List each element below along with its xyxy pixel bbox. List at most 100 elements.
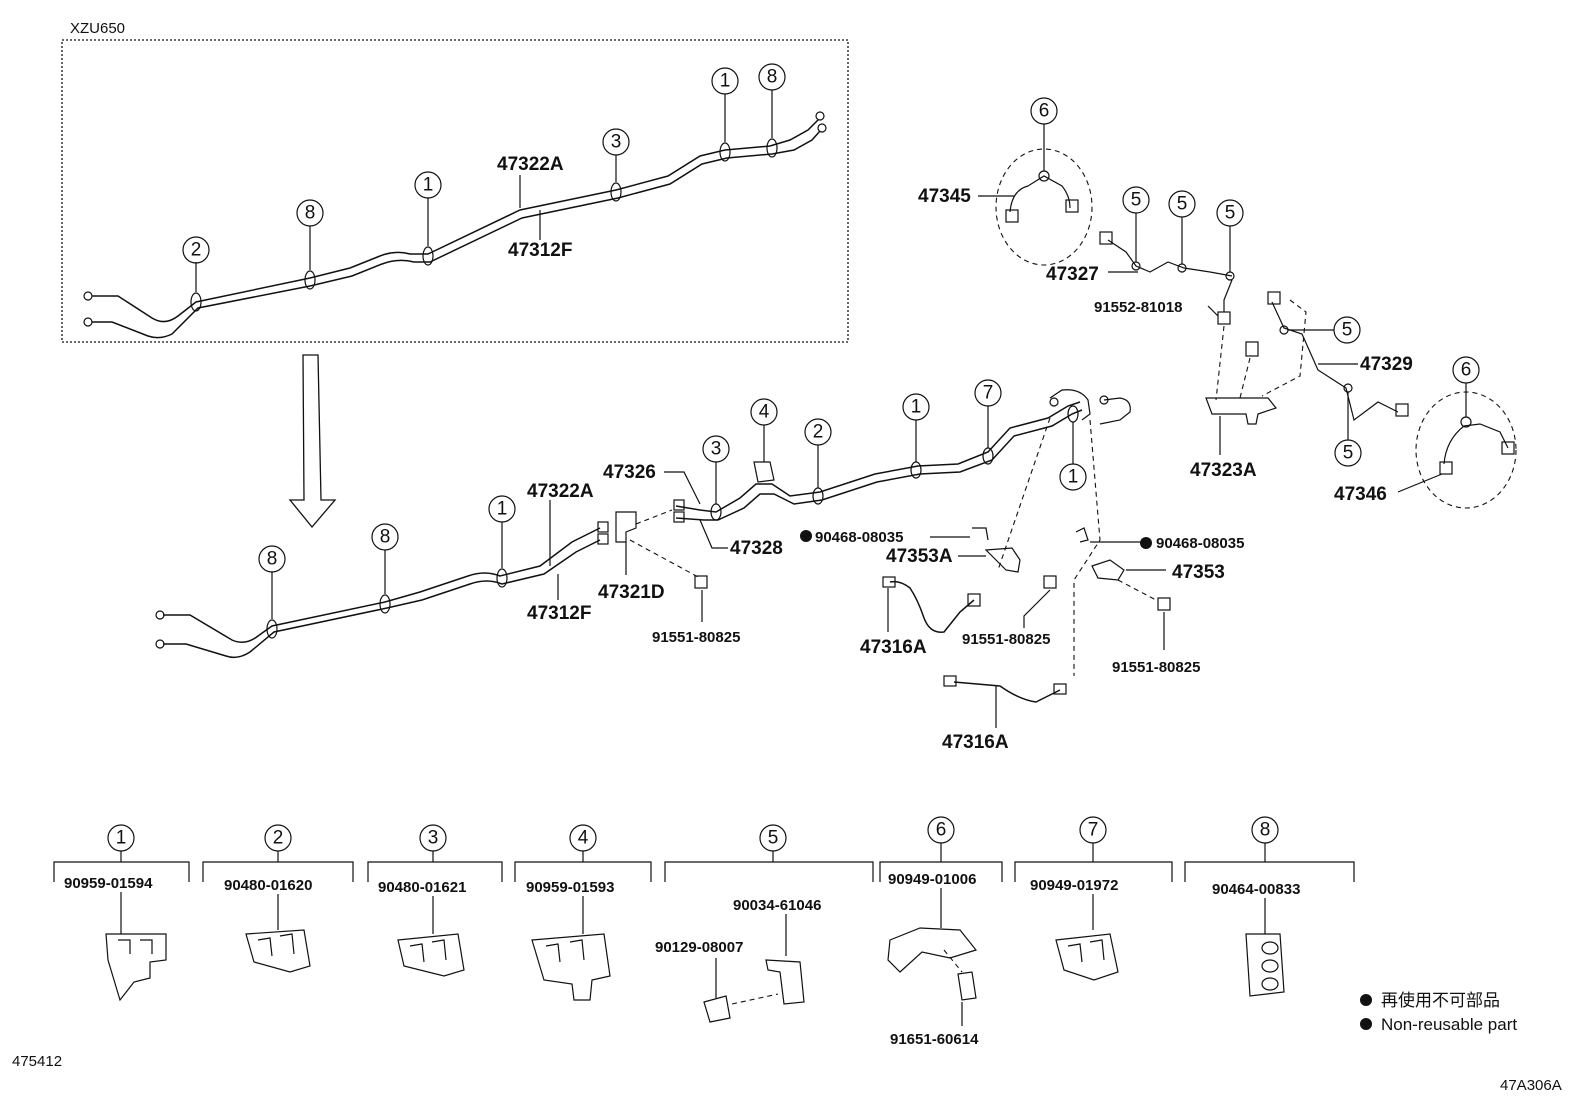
label-91551-a: 91551-80825	[652, 629, 740, 646]
inset-clamp-8: 8	[296, 199, 324, 290]
non-reusable-dot-icon	[1360, 1018, 1372, 1030]
svg-text:5: 5	[1131, 190, 1142, 211]
pipe-bend	[1099, 397, 1131, 425]
legend-en: Non-reusable part	[1381, 1015, 1517, 1034]
fitting	[967, 593, 981, 607]
svg-text:8: 8	[1260, 820, 1271, 841]
label-47316A-2: 47316A	[942, 732, 1009, 753]
fitting	[1053, 683, 1067, 695]
svg-text:5: 5	[1342, 320, 1353, 341]
clip-90468	[972, 527, 989, 541]
inset-clamp-1b: 1	[711, 67, 739, 162]
fitting	[1065, 199, 1079, 213]
fitting	[1439, 461, 1453, 475]
clamp-8a: 8	[258, 545, 286, 639]
clamp-part-4: 90959-01593	[526, 879, 614, 896]
label-47345: 47345	[918, 186, 971, 207]
clamp-4: 4	[750, 398, 778, 483]
clamp-cell-3: 3 90480-01621	[367, 824, 503, 977]
clamp-1c: 1	[1059, 405, 1087, 491]
inset-clamp-1: 1	[414, 171, 442, 266]
leader	[1023, 589, 1051, 628]
svg-text:1: 1	[911, 397, 922, 418]
bolt-icon	[1245, 341, 1259, 357]
dash-line	[997, 417, 1051, 571]
fitting	[1099, 395, 1109, 405]
bolt-icon	[1043, 575, 1057, 589]
label-47312F: 47312F	[527, 603, 591, 624]
callout-6	[1030, 97, 1058, 125]
label-47353: 47353	[1172, 562, 1225, 583]
leader	[664, 471, 701, 505]
footer-left-code: 475412	[12, 1053, 62, 1070]
callout-5a: 5	[1122, 186, 1150, 271]
clamp-part-6: 90949-01006	[888, 871, 976, 888]
label-47321D: 47321D	[598, 582, 665, 603]
fitting	[1217, 311, 1231, 325]
label-47326: 47326	[603, 462, 656, 483]
bracket-47321D	[615, 511, 637, 543]
callout-5e: 5	[1334, 383, 1362, 467]
clamp-cell-2: 2 90480-01620	[202, 824, 354, 973]
bracket-47353A	[984, 547, 1021, 573]
dash-line	[1215, 325, 1225, 401]
clamp-part-6b: 91651-60614	[890, 1031, 979, 1048]
fitting	[673, 511, 685, 523]
non-reusable-dot-icon	[1360, 994, 1372, 1006]
svg-text:3: 3	[611, 132, 622, 153]
footer-right-code: 47A306A	[1500, 1077, 1562, 1094]
svg-text:8: 8	[305, 203, 316, 224]
fitting	[155, 639, 165, 649]
upper-right-assembly: 6 47345 5 5 5 47327 91552-81018	[918, 97, 1517, 509]
clamp-part-7: 90949-01972	[1030, 877, 1118, 894]
clamp-cell-7: 7 90949-01972	[1014, 816, 1173, 981]
svg-text:7: 7	[1088, 820, 1099, 841]
pipe-47327	[1107, 239, 1233, 277]
svg-text:5: 5	[1177, 194, 1188, 215]
pipe-47328	[675, 409, 1083, 521]
svg-text:5: 5	[1343, 443, 1354, 464]
svg-text:8: 8	[267, 549, 278, 570]
leader	[1207, 305, 1219, 317]
clamp-cell-1: 1 90959-01594	[53, 824, 190, 1002]
fitting	[597, 521, 609, 533]
svg-text:5: 5	[1225, 203, 1236, 224]
dash-line	[1261, 299, 1307, 397]
clamp-cell-5: 5 90034-61046 90129-08007	[655, 824, 874, 1023]
label-91552: 91552-81018	[1094, 299, 1182, 316]
clamp-3: 3	[702, 435, 730, 521]
inset-fitting	[815, 111, 825, 121]
inset-panel: XZU650 2 8 1	[61, 20, 849, 343]
dash-line	[1073, 419, 1101, 676]
label-91551-c: 91551-80825	[1112, 659, 1200, 676]
svg-text:1: 1	[116, 828, 127, 849]
dash-line	[635, 509, 673, 525]
svg-text:4: 4	[759, 402, 770, 423]
clamp-7: 7	[974, 379, 1002, 465]
fitting	[1267, 291, 1281, 305]
legend: 再使用不可部品 Non-reusable part	[1360, 990, 1517, 1034]
hose-47316A	[889, 580, 975, 633]
clamp-8b: 8	[371, 523, 399, 614]
down-arrow-icon	[288, 354, 337, 529]
bolt-icon	[1157, 597, 1171, 611]
label-90468-a: 90468-08035	[815, 529, 903, 546]
label-47346: 47346	[1334, 484, 1387, 505]
detail-circle	[995, 148, 1093, 266]
svg-text:3: 3	[711, 439, 722, 460]
fitting	[1049, 397, 1059, 407]
callout-6b	[1452, 356, 1480, 384]
bracket-47353	[1091, 559, 1125, 581]
inset-clamp-2: 2	[182, 236, 210, 312]
fitting	[1099, 231, 1113, 245]
inset-fitting	[817, 123, 827, 133]
svg-text:3: 3	[428, 828, 439, 849]
clamp-part-1: 90959-01594	[64, 875, 153, 892]
clamp-cell-6: 6 90949-01006 91651-60614	[879, 816, 1003, 1048]
svg-text:4: 4	[578, 828, 589, 849]
inset-label-47322A: 47322A	[497, 154, 564, 175]
label-47316A-1: 47316A	[860, 637, 927, 658]
fitting	[155, 610, 165, 620]
clamp-1a: 1	[488, 495, 516, 588]
